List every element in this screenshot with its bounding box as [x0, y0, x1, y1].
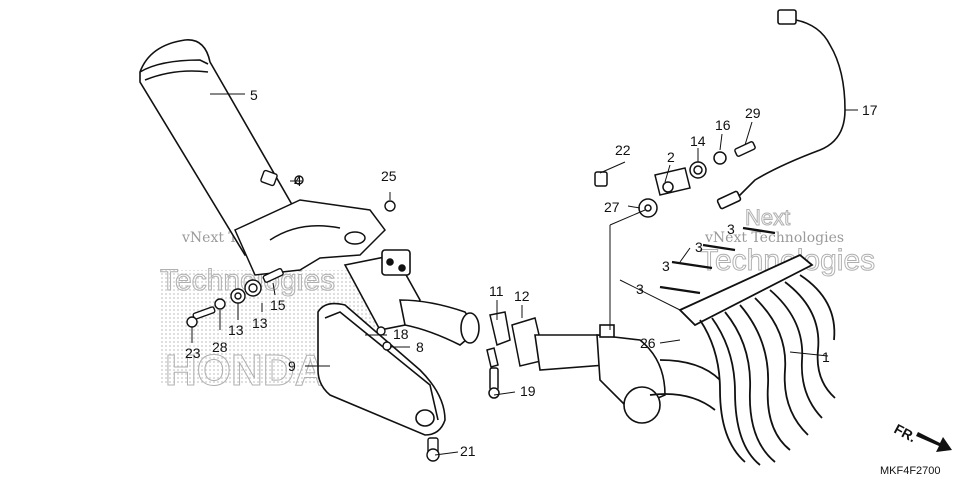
label-part-1: 1 [822, 349, 830, 365]
label-part-28: 28 [212, 339, 228, 355]
front-indicator-text: FR. [892, 421, 919, 446]
label-part-29: 29 [745, 105, 761, 121]
label-part-19: 19 [520, 383, 536, 399]
label-part-2: 2 [667, 149, 675, 165]
label-part-14: 14 [690, 133, 706, 149]
label-part-25: 25 [381, 168, 397, 184]
label-part-4: 4 [294, 173, 302, 189]
label-part-22: 22 [615, 142, 631, 158]
watermark-brand-right-small: vNext Technologies [704, 230, 844, 246]
joint-clamp-set[interactable] [486, 311, 546, 399]
watermark-brand-right-top: Next [745, 205, 790, 230]
front-arrow-icon [916, 432, 952, 452]
diagram-code: MKF4F2700 [880, 465, 941, 477]
label-part-9: 9 [288, 358, 296, 374]
label-part-12: 12 [514, 288, 530, 304]
label-part-16: 16 [715, 117, 731, 133]
o2-sensor-part-17[interactable] [716, 9, 846, 210]
silencer-connector[interactable] [343, 249, 480, 346]
label-part-3-d: 3 [636, 281, 644, 297]
exhaust-header-part-1[interactable] [649, 253, 836, 466]
label-part-27: 27 [604, 199, 620, 215]
muffler-part-5[interactable] [139, 39, 300, 257]
catalyzer-pipe[interactable] [534, 324, 666, 424]
muffler-hardware[interactable] [186, 169, 440, 462]
label-part-15: 15 [270, 297, 286, 313]
heat-shield-part-9[interactable] [317, 302, 446, 436]
label-part-8: 8 [416, 339, 424, 355]
label-part-3-b: 3 [695, 239, 703, 255]
label-part-26: 26 [640, 335, 656, 351]
label-part-11: 11 [489, 283, 504, 299]
label-part-23: 23 [185, 345, 201, 361]
stud-bolts-part-3[interactable] [659, 226, 776, 295]
label-part-17: 17 [862, 102, 878, 118]
watermark-maker: HONDA [165, 346, 326, 395]
label-part-13-a: 13 [228, 322, 244, 338]
label-part-18: 18 [393, 326, 409, 342]
leader-lines [191, 93, 858, 456]
label-part-21: 21 [460, 443, 476, 459]
label-part-3-c: 3 [662, 258, 670, 274]
part-number-labels: 1 2 3 3 3 3 4 5 8 9 11 12 13 13 14 15 16… [185, 87, 878, 459]
label-part-3-a: 3 [727, 221, 735, 237]
label-part-5: 5 [250, 87, 258, 103]
front-direction-arrow: FR. [892, 421, 952, 452]
label-part-13-b: 13 [252, 315, 268, 331]
